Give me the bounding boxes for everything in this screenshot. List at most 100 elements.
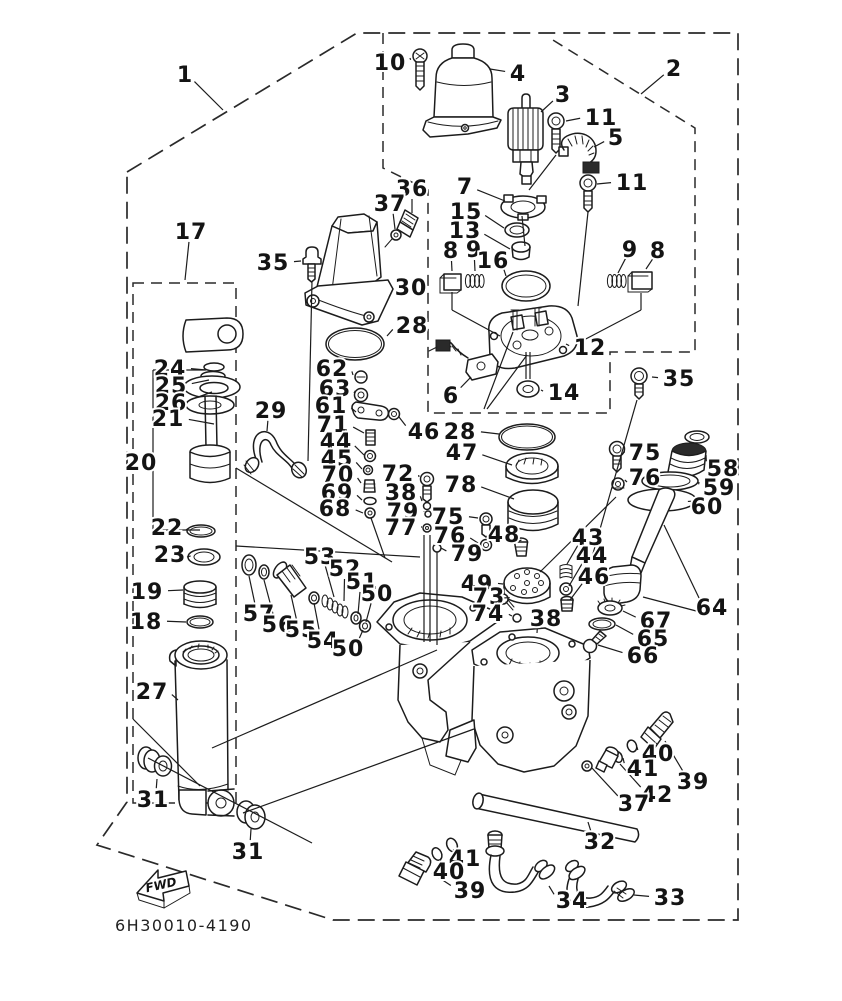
callout-31: 31 — [137, 788, 170, 813]
callout-1: 1 — [177, 63, 193, 88]
callout-leader-7 — [477, 190, 505, 201]
armature — [508, 94, 543, 184]
callout-38: 38 — [385, 481, 418, 506]
callout-leader-41 — [623, 758, 624, 763]
callout-13: 13 — [449, 219, 482, 244]
callout-leader-46 — [399, 417, 406, 426]
callout-68: 68 — [319, 497, 352, 522]
callout-leader-9 — [618, 259, 625, 273]
o-ring-18 — [187, 616, 213, 628]
seal-47 — [506, 453, 558, 484]
callout-8: 8 — [443, 239, 459, 264]
washers-24-25-26 — [184, 363, 240, 414]
callout-40: 40 — [433, 860, 466, 885]
callout-76: 76 — [629, 466, 662, 491]
brush-8-right — [628, 272, 652, 292]
callout-leader-15 — [485, 215, 504, 228]
washer-15 — [505, 223, 529, 237]
callout-73: 73 — [473, 585, 506, 610]
leader-lines — [133, 58, 706, 896]
callout-9: 9 — [622, 238, 638, 263]
brush-8-left — [440, 274, 461, 293]
callout-leader-47 — [482, 455, 512, 465]
plug-36 — [397, 210, 418, 237]
callout-75: 75 — [432, 505, 465, 530]
callout-leader-31 — [156, 779, 157, 788]
ball-74 — [513, 614, 521, 622]
outer-boundary — [97, 33, 738, 920]
callout-leader-10 — [410, 58, 411, 60]
callout-leader-74 — [509, 614, 512, 616]
fasteners-column — [352, 371, 400, 518]
callout-40: 40 — [642, 742, 675, 767]
callout-77: 77 — [385, 516, 418, 541]
o-ring-22 — [187, 525, 215, 537]
callout-18: 18 — [130, 610, 163, 635]
callout-leader-29 — [267, 421, 268, 431]
callout-4: 4 — [510, 62, 526, 87]
pump-plate-49 — [504, 568, 550, 604]
callout-67: 67 — [640, 609, 673, 634]
piston-rod-21 — [190, 396, 230, 483]
hose-34 — [486, 831, 557, 892]
o-ring-37-top — [385, 230, 401, 247]
callout-30: 30 — [395, 276, 428, 301]
callout-41: 41 — [627, 757, 660, 782]
callout-leader-3 — [541, 101, 553, 112]
callout-52: 52 — [329, 557, 362, 582]
screw-66 — [584, 631, 607, 653]
callout-43: 43 — [572, 526, 605, 551]
callout-34: 34 — [556, 889, 589, 914]
callout-leader-76 — [470, 538, 478, 543]
callout-leader-79 — [441, 548, 446, 551]
spring-9-left — [465, 275, 484, 288]
screw-73 — [498, 594, 514, 610]
callout-leader-75 — [469, 517, 478, 518]
callout-76: 76 — [434, 524, 467, 549]
callout-10: 10 — [374, 51, 407, 76]
callout-46: 46 — [578, 565, 611, 590]
callout-2: 2 — [666, 57, 682, 82]
callout-16: 16 — [477, 249, 510, 274]
assembly-line — [578, 212, 588, 306]
callout-41: 41 — [449, 847, 482, 872]
callout-leader-26 — [191, 392, 212, 399]
callout-leader-40 — [440, 858, 441, 862]
callout-leader-70 — [358, 478, 361, 483]
tube-32 — [471, 792, 638, 842]
callout-8: 8 — [650, 239, 666, 264]
trim-cap-58 — [668, 431, 709, 477]
manifold-body-right — [446, 628, 590, 772]
callout-leader-51 — [358, 592, 360, 614]
callout-19: 19 — [131, 580, 164, 605]
o-ring-28-lower — [499, 424, 555, 450]
callout-50: 50 — [361, 582, 394, 607]
callout-50: 50 — [332, 637, 365, 662]
ring-65 — [589, 618, 615, 630]
callout-leader-46 — [570, 584, 582, 600]
drawing-number: 6H30010-4190 — [115, 916, 253, 935]
callout-24: 24 — [154, 357, 187, 382]
callout-36: 36 — [396, 177, 429, 202]
screw-10 — [413, 49, 427, 90]
callout-leader-34 — [549, 886, 554, 894]
callout-leader-12 — [566, 344, 569, 346]
callout-leader-17 — [185, 242, 189, 280]
callout-70: 70 — [322, 463, 355, 488]
callout-leader-50 — [359, 630, 363, 640]
callout-58: 58 — [707, 457, 740, 482]
callout-leader-13 — [484, 234, 510, 249]
callout-leader-76 — [625, 480, 627, 482]
callout-32: 32 — [584, 830, 617, 855]
cylinder-body-27 — [170, 641, 234, 816]
callout-leader-78 — [481, 487, 514, 499]
fitting-39-right — [641, 712, 673, 749]
callout-leader-11 — [597, 183, 611, 184]
callout-62: 62 — [316, 357, 349, 382]
callout-15: 15 — [450, 200, 483, 225]
callout-20: 20 — [125, 451, 158, 476]
callout-37: 37 — [618, 792, 651, 817]
screw-75-right — [610, 442, 625, 473]
